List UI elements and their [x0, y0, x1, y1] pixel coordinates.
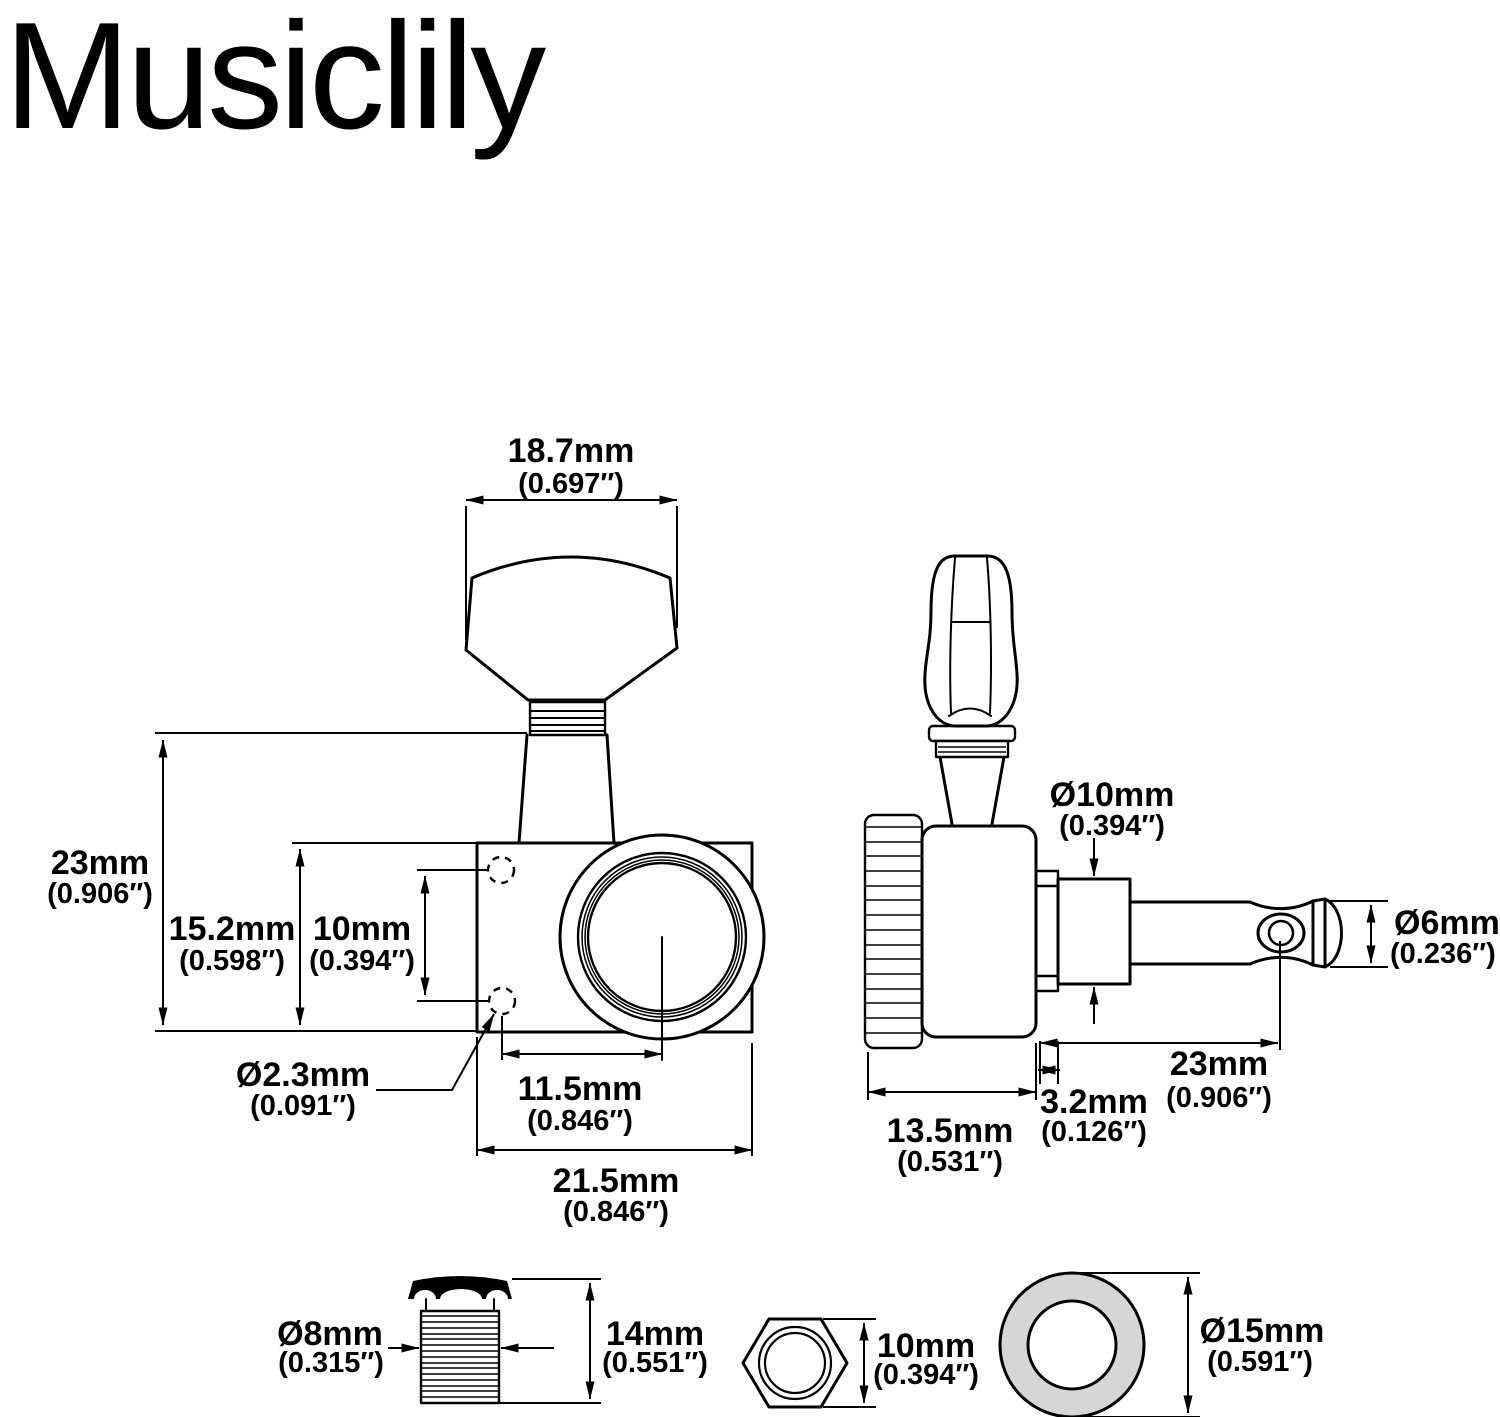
dim-label: Ø15mm [1200, 1312, 1325, 1350]
tuner-stem-side [938, 755, 1006, 826]
bushing-flange [408, 1276, 512, 1299]
collar-ring-block [934, 739, 1010, 759]
dim-label-inch: (0.846″) [527, 1105, 633, 1137]
hardware-hex-nut: 10mm (0.394″) [741, 1317, 979, 1409]
dim-overall-height: 23mm (0.906″) [47, 732, 527, 1032]
knurled-wheel [863, 813, 924, 1050]
dim-label-inch: (0.697″) [518, 468, 624, 500]
dim-label: 15.2mm [169, 910, 296, 948]
hardware-bushing: Ø8mm (0.315″) 14mm (0.551″) [277, 1276, 708, 1405]
dim-label: 23mm [51, 844, 149, 882]
mount-pin-bottom [1034, 974, 1060, 993]
dim-label: 18.7mm [508, 432, 635, 470]
dim-label: Ø6mm [1394, 904, 1500, 942]
dim-label: Ø2.3mm [236, 1056, 370, 1094]
hex-nut-ring [757, 1325, 833, 1401]
dim-label-inch: (0.906″) [47, 878, 153, 910]
dim-label: 14mm [606, 1315, 704, 1353]
screw-hole-bottom [487, 986, 517, 1016]
dim-label: 10mm [877, 1327, 975, 1365]
dim-label-inch: (0.598″) [179, 945, 285, 977]
button-face-lines [948, 557, 992, 717]
dim-label: 13.5mm [887, 1112, 1014, 1150]
dim-button-width: 18.7mm (0.697″) [465, 432, 678, 640]
dim-washer-diameter: Ø15mm (0.591″) [1072, 1272, 1325, 1417]
dim-label-inch: (0.236″) [1390, 938, 1496, 970]
dim-post-length: 23mm (0.906″) [1039, 941, 1281, 1114]
dim-plate-height: 15.2mm (0.598″) [169, 842, 476, 1026]
bushing-threads [422, 1315, 498, 1398]
dim-label-inch: (0.846″) [563, 1196, 669, 1228]
dim-bushing-height: 14mm (0.551″) [499, 1278, 708, 1404]
collar-ring-lines [938, 746, 1006, 753]
dim-post-diameter: Ø6mm (0.236″) [1330, 900, 1500, 970]
dim-label-inch: (0.394″) [1059, 810, 1165, 842]
dim-screw-hole-diameter: Ø2.3mm (0.091″) [236, 1013, 495, 1122]
dim-label-inch: (0.906″) [1166, 1082, 1272, 1114]
dim-bushing-seat-diameter: Ø10mm (0.394″) [1050, 776, 1175, 1024]
tuner-button-side [923, 554, 1019, 728]
dim-label-inch: (0.394″) [309, 945, 415, 977]
washer-inner [1026, 1299, 1118, 1391]
tuner-stem-front [517, 733, 616, 845]
dim-housing-width: 21.5mm (0.846″) [476, 1037, 753, 1228]
dim-label: Ø8mm [277, 1315, 383, 1353]
hardware-washer: Ø15mm (0.591″) [998, 1271, 1325, 1417]
dim-label-inch: (0.551″) [602, 1347, 708, 1379]
dim-label-inch: (0.591″) [1207, 1346, 1313, 1378]
dim-label: 3.2mm [1040, 1083, 1148, 1121]
front-view: 18.7mm (0.697″) 23mm (0.906″) 15.2mm (0.… [47, 432, 766, 1228]
tuner-button-front [464, 555, 679, 702]
collar-ring-top [927, 724, 1017, 743]
dim-label-inch: (0.531″) [897, 1146, 1003, 1178]
screw-hole-top [486, 855, 516, 885]
hex-nut-body [741, 1317, 849, 1409]
dim-post-offset: 11.5mm (0.846″) [501, 1016, 663, 1137]
dim-label: 23mm [1170, 1045, 1268, 1083]
bushing-neck [425, 1298, 495, 1312]
dim-housing-depth: 13.5mm (0.531″) [867, 1043, 1037, 1178]
bushing-flange-scallops [414, 1289, 508, 1299]
tuner-housing-side [920, 824, 1038, 1039]
bushing-seat-block [1056, 877, 1132, 986]
collar-thread-lines [529, 710, 606, 732]
dim-label: 10mm [313, 910, 411, 948]
dim-plate-thickness: 3.2mm (0.126″) [1037, 1065, 1148, 1148]
string-post [1128, 897, 1343, 969]
side-view: Ø10mm (0.394″) Ø6mm (0.236″) 23mm (0.906… [863, 554, 1500, 1178]
dim-label-inch: (0.091″) [250, 1090, 356, 1122]
mount-pin-top [1034, 869, 1060, 888]
dim-label-inch: (0.315″) [278, 1347, 384, 1379]
knurl-lines [866, 826, 921, 1034]
dim-label-inch: (0.394″) [873, 1359, 979, 1391]
dim-hole-spacing: 10mm (0.394″) [309, 869, 488, 1002]
dim-bushing-diameter: Ø8mm (0.315″) [277, 1315, 554, 1379]
brand-logo: Musiclily [4, 0, 546, 161]
dim-label-inch: (0.126″) [1041, 1116, 1147, 1148]
dim-label: 11.5mm [518, 1070, 643, 1108]
dim-label: 21.5mm [553, 1162, 680, 1200]
hex-nut-hole [763, 1331, 827, 1395]
dim-label: Ø10mm [1050, 776, 1175, 814]
dim-nut-size: 10mm (0.394″) [823, 1318, 979, 1408]
